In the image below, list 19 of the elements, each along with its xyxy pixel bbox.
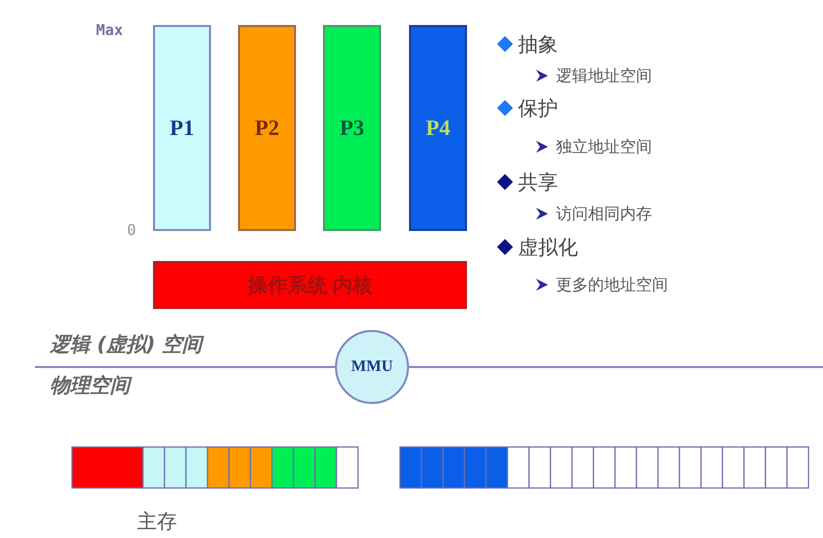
process-block: P2 (238, 25, 296, 231)
mmu-circle: MMU (335, 330, 409, 404)
heading-text: 共享 (518, 171, 558, 193)
item-text: 访问相同内存 (556, 205, 652, 223)
process-block: P1 (153, 25, 211, 231)
heading-text: 抽象 (518, 33, 558, 55)
axis-label: Max (96, 22, 124, 38)
kernel-bar: 操作系统 内核 (153, 261, 467, 309)
item-text: 独立地址空间 (556, 138, 652, 156)
memory-label: 主存 (137, 510, 177, 532)
heading-text: 虚拟化 (518, 236, 578, 258)
axis-label: 0 (127, 222, 136, 238)
heading-text: 保护 (518, 97, 558, 119)
process-block: P3 (323, 25, 381, 231)
item-text: 逻辑地址空间 (556, 67, 652, 85)
region-label: 物理空间 (50, 374, 130, 396)
region-label: 逻辑 (虚拟) 空间 (50, 333, 202, 355)
process-block: P4 (409, 25, 467, 231)
item-text: 更多的地址空间 (556, 276, 668, 294)
